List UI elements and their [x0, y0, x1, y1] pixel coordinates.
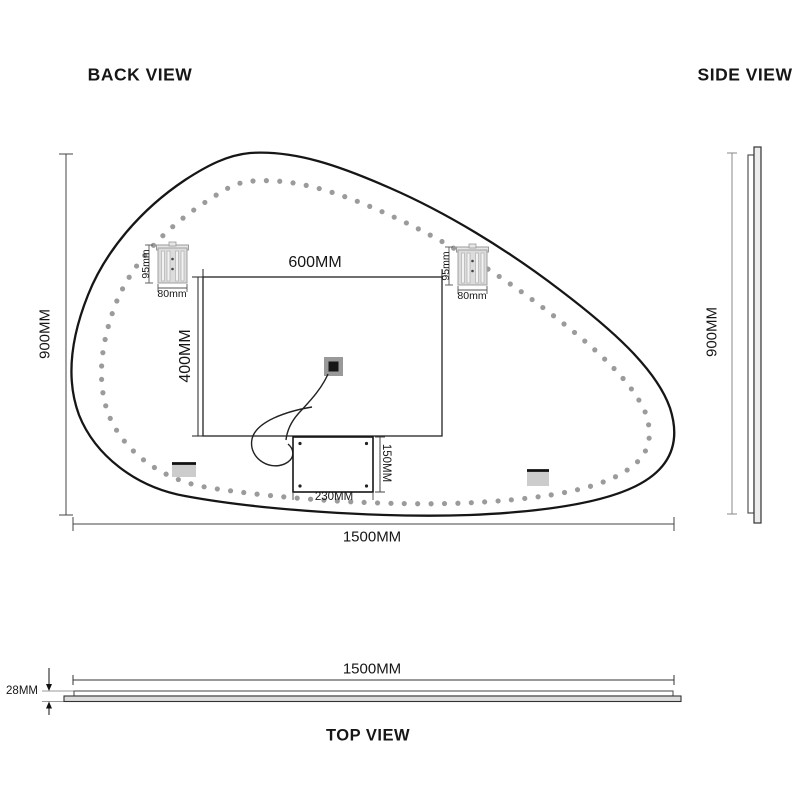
left-mounting-bracket — [145, 241, 189, 292]
left-bracket-height-label: 95mm — [140, 249, 152, 279]
junction-box — [324, 357, 343, 376]
right-bracket-width-label: 80mm — [457, 290, 487, 302]
side-view-title: SIDE VIEW — [697, 64, 793, 85]
driver-box-height-label: 150MM — [380, 443, 392, 483]
top-back-panel — [73, 690, 674, 697]
right-bracket-height-label: 95mm — [440, 251, 452, 281]
back-view-title: BACK VIEW — [87, 64, 193, 85]
right-mounting-bracket — [445, 243, 489, 294]
right-bumper-pad — [527, 469, 549, 486]
top-thickness-label: 28MM — [6, 685, 38, 697]
thickness-arrows — [46, 668, 52, 715]
back-height-dimension — [59, 153, 73, 516]
left-bumper-pad — [172, 462, 196, 477]
left-bracket-width-label: 80mm — [157, 288, 187, 300]
inner-panel-width-label: 600MM — [288, 254, 342, 271]
mirror-outline — [70, 151, 676, 517]
driver-box-width-label: 230MM — [314, 491, 354, 503]
back-width-label: 1500MM — [342, 528, 402, 546]
inner-panel-height-label: 400MM — [177, 329, 194, 383]
side-height-label: 900MM — [703, 306, 721, 358]
driver-box — [292, 436, 385, 500]
back-width-dimension — [72, 517, 675, 531]
led-dot-strip — [98, 177, 652, 507]
side-mirror-glass — [753, 146, 762, 524]
top-view-profile — [42, 668, 682, 715]
inner-panel-rect — [192, 269, 443, 437]
top-mirror-glass — [63, 695, 682, 703]
side-back-panel — [747, 154, 755, 514]
back-height-label: 900MM — [36, 308, 54, 360]
side-view-profile — [727, 146, 762, 524]
top-view-title: TOP VIEW — [325, 726, 411, 745]
top-width-label: 1500MM — [342, 660, 402, 678]
